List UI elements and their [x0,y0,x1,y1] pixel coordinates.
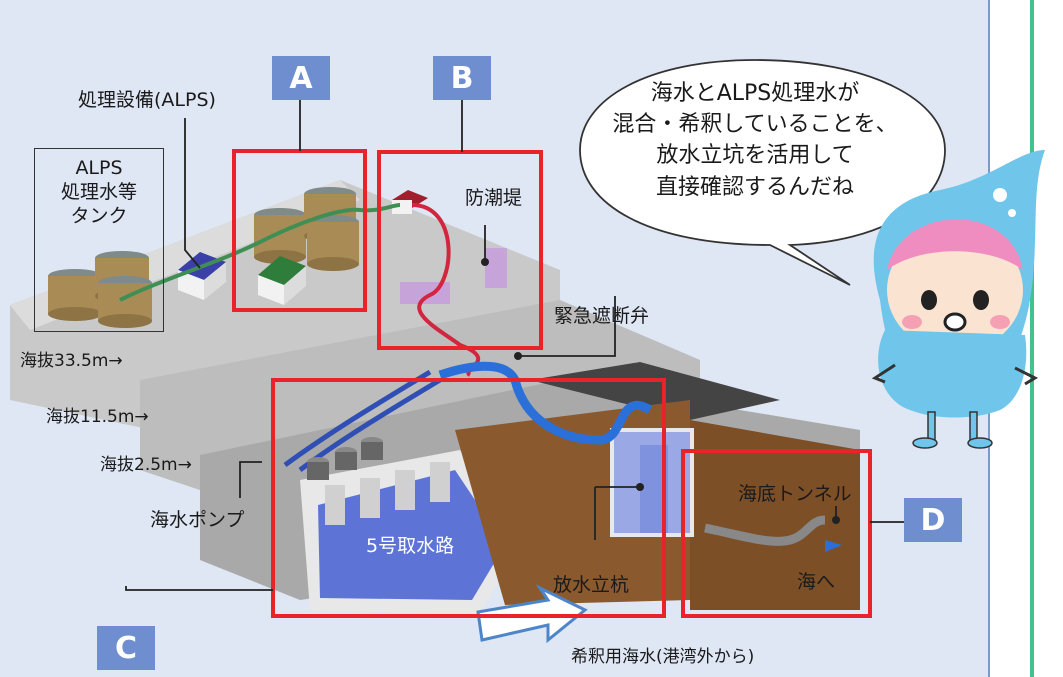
road [530,362,780,420]
speech-line-1: 海水とALPS処理水が [650,81,860,106]
label-pump: 海水ポンプ [150,509,245,531]
label-dilution-water: 希釈用海水(港湾外から) [571,647,755,667]
tag-c: C [97,626,155,670]
tag-d: D [904,498,962,542]
speech-line-2: 混合・希釈していることを、 [612,112,898,138]
label-elevation-33: 海抜33.5m→ [20,351,123,371]
leader-dots [481,258,840,524]
highlight-box-b [377,150,543,350]
pump-dividers [325,462,450,525]
seawater-pumps [307,437,383,480]
speech-line-4: 直接確認するんだね [655,174,854,200]
label-elevation-2: 海抜2.5m→ [100,455,192,475]
label-elevation-11: 海抜11.5m→ [46,407,149,427]
highlight-box-d [681,449,872,618]
label-shaft: 放水立杭 [553,574,630,596]
tank-label-box: ALPS 処理水等 タンク [34,148,164,332]
label-to-sea: 海へ [797,571,836,593]
speech-text: 海水とALPS処理水が 混合・希釈していることを、 放水立坑を活用して 直接確認… [590,78,920,203]
label-alps-equipment: 処理設備(ALPS) [78,89,216,111]
label-tunnel: 海底トンネル [738,483,852,505]
green-border [1030,0,1034,677]
speech-line-3: 放水立坑を活用して [656,143,854,169]
highlight-box-c [271,378,666,618]
label-valve: 緊急遮断弁 [554,305,650,327]
soil-section-sea [690,420,860,610]
tag-b: B [433,56,491,100]
leader-lines [125,98,905,591]
water-drop-mascot [871,150,1045,449]
tank-label-line3: タンク [70,204,128,227]
tag-a: A [272,56,330,100]
tank-label-line1: ALPS [75,157,123,179]
label-intake: 5号取水路 [366,535,455,557]
tank-label-line2: 処理水等 [60,180,137,203]
speech-bubble [579,59,946,286]
label-seawall: 防潮堤 [465,187,523,209]
outflow-arrow [825,540,842,552]
